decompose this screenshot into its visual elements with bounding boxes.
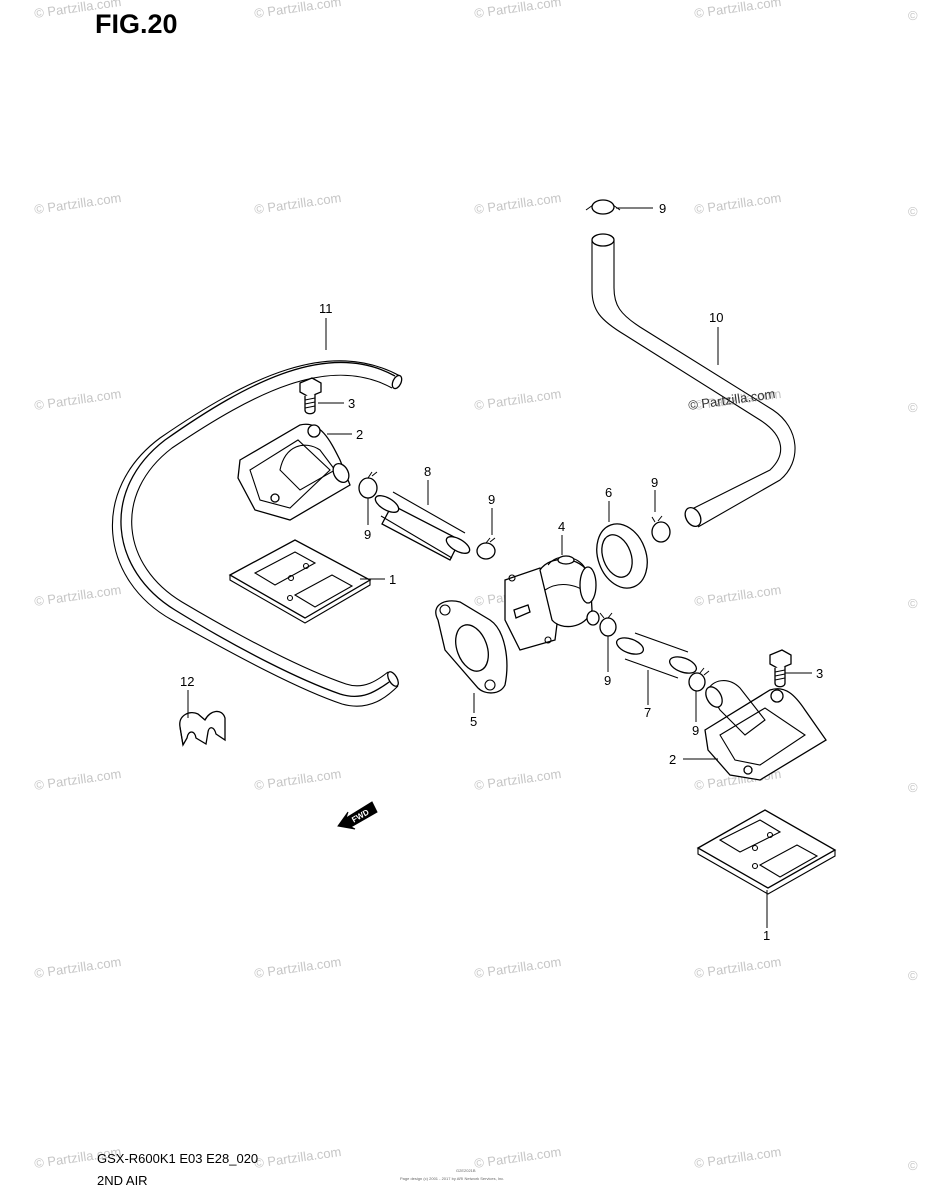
model-code: GSX-R600K1 E03 E28_020 — [97, 1151, 258, 1166]
fwd-arrow-icon: FWD — [337, 801, 378, 830]
watermark-text: © Partzilla.com — [253, 1144, 342, 1171]
leader-lines — [187, 207, 812, 928]
part-12-clamp — [179, 710, 226, 747]
watermark-text: © Partzilla.com — [473, 0, 562, 21]
callout-9-left: 9 — [364, 527, 371, 542]
watermark-text: © Partzilla.com — [253, 766, 342, 793]
part-11-hose — [111, 360, 403, 707]
callout-9-lower-right: 9 — [692, 723, 699, 738]
watermark-dark: © Partzilla.com — [687, 386, 776, 413]
watermark-text: © Partzilla.com — [33, 386, 122, 413]
watermark-text: © Partzilla.com — [253, 0, 342, 21]
callout-7: 7 — [644, 705, 651, 720]
part-2-cover-right — [704, 680, 827, 781]
watermark-symbol: © — [908, 780, 918, 795]
part-9-clip-top — [585, 199, 621, 215]
part-2-cover-left — [237, 423, 351, 521]
section-name: 2ND AIR — [97, 1173, 148, 1188]
watermark-text: © Partzilla.com — [33, 766, 122, 793]
part-9-clip-lower-mid — [599, 612, 617, 637]
watermark-text: © Partzilla.com — [253, 190, 342, 217]
callout-2-right: 2 — [669, 752, 676, 767]
watermark-text: © Partzilla.com — [473, 190, 562, 217]
callout-2-left: 2 — [356, 427, 363, 442]
watermark-text: © Partzilla.com — [473, 954, 562, 981]
callout-8: 8 — [424, 464, 431, 479]
part-7-hose — [615, 632, 698, 679]
part-1-plate-left — [228, 539, 372, 624]
part-6-seal — [596, 523, 648, 589]
watermark-text: © Partzilla.com — [473, 766, 562, 793]
part-9-clip-lower-right — [688, 667, 710, 692]
credit-line: Page design (c) 2001 - 2017 by ARI Netwo… — [400, 1176, 504, 1181]
watermark-symbol: © — [908, 1158, 918, 1173]
callout-11: 11 — [319, 301, 333, 316]
part-9-clip-mid — [476, 537, 496, 560]
callout-5: 5 — [470, 714, 477, 729]
part-1-plate-right — [696, 809, 837, 895]
watermark-symbol: © — [908, 400, 918, 415]
part-10-hose — [591, 233, 796, 528]
callout-4: 4 — [558, 519, 565, 534]
watermark-text: © Partzilla.com — [33, 190, 122, 217]
callout-10: 10 — [709, 310, 723, 325]
watermark-symbol: © — [908, 968, 918, 983]
watermark-text: © Partzilla.com — [693, 190, 782, 217]
callout-12: 12 — [180, 674, 194, 689]
callout-6: 6 — [605, 485, 612, 500]
callout-9-right-upper: 9 — [651, 475, 658, 490]
watermark-text: © Partzilla.com — [693, 1144, 782, 1171]
part-9-clip-right-upper — [651, 515, 671, 543]
watermark-text: © Partzilla.com — [693, 582, 782, 609]
watermark-text: © Partzilla.com — [253, 954, 342, 981]
watermark-text: © Partzilla.com — [693, 0, 782, 21]
page-code: G2E2021B — [456, 1168, 476, 1173]
watermark-symbol: © — [908, 8, 918, 23]
watermark-text: © Partzilla.com — [693, 954, 782, 981]
part-4-valve — [504, 555, 600, 651]
part-3-bolt-left — [299, 377, 322, 415]
part-5-gasket — [435, 600, 508, 694]
watermark-text: © Partzilla.com — [33, 954, 122, 981]
watermark-text: © Partzilla.com — [473, 386, 562, 413]
watermark-text: © Partzilla.com — [33, 582, 122, 609]
watermark-symbol: © — [908, 204, 918, 219]
part-3-bolt-right — [769, 649, 792, 688]
callout-1-right: 1 — [763, 928, 770, 943]
callout-3-right: 3 — [816, 666, 823, 681]
watermark-text: © Partzilla.com — [473, 1144, 562, 1171]
part-8-hose — [374, 491, 471, 561]
callout-3-left: 3 — [348, 396, 355, 411]
watermark-symbol: © — [908, 596, 918, 611]
callout-9-mid: 9 — [488, 492, 495, 507]
figure-title: FIG.20 — [95, 9, 178, 39]
callout-1-left: 1 — [389, 572, 396, 587]
callout-9-top: 9 — [659, 201, 666, 216]
callout-9-lower-mid: 9 — [604, 673, 611, 688]
